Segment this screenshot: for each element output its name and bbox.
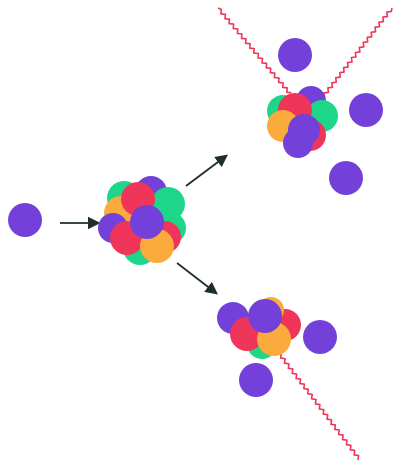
gamma-ray-lower: [277, 351, 360, 461]
fission-fragment-lower: [217, 297, 301, 359]
released-neutron-upper-top: [278, 38, 312, 72]
fission-fragment-upper: [267, 86, 338, 158]
arrow-to-lower-products: [176, 262, 218, 295]
released-neutron-upper-right: [349, 93, 383, 127]
released-neutron-lower-bottom: [239, 363, 273, 397]
gamma-ray-upper-left: [217, 7, 292, 94]
arrow-to-upper-products: [185, 154, 229, 187]
target-nucleus: [98, 176, 186, 265]
gamma-ray-upper-right: [323, 7, 393, 98]
released-neutron-upper-bottom: [329, 161, 363, 195]
released-neutron-lower-right: [303, 320, 337, 354]
incoming-neutron: [8, 203, 42, 237]
